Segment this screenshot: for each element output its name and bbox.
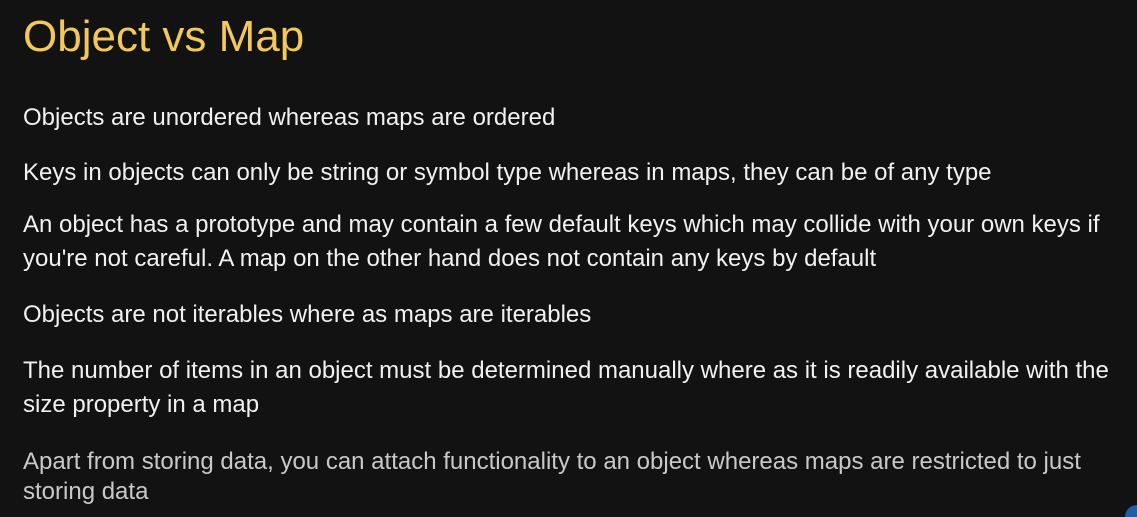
list-item: An object has a prototype and may contai… <box>23 211 1100 272</box>
list-item-faded: Apart from storing data, you can attach … <box>23 448 1081 505</box>
list-item: Objects are unordered whereas maps are o… <box>23 104 556 131</box>
list-item: Keys in objects can only be string or sy… <box>23 159 992 186</box>
list-item: Objects are not iterables where as maps … <box>23 301 592 328</box>
corner-accent <box>1125 505 1137 517</box>
slide-title: Object vs Map <box>23 12 305 61</box>
list-item: The number of items in an object must be… <box>23 357 1109 418</box>
